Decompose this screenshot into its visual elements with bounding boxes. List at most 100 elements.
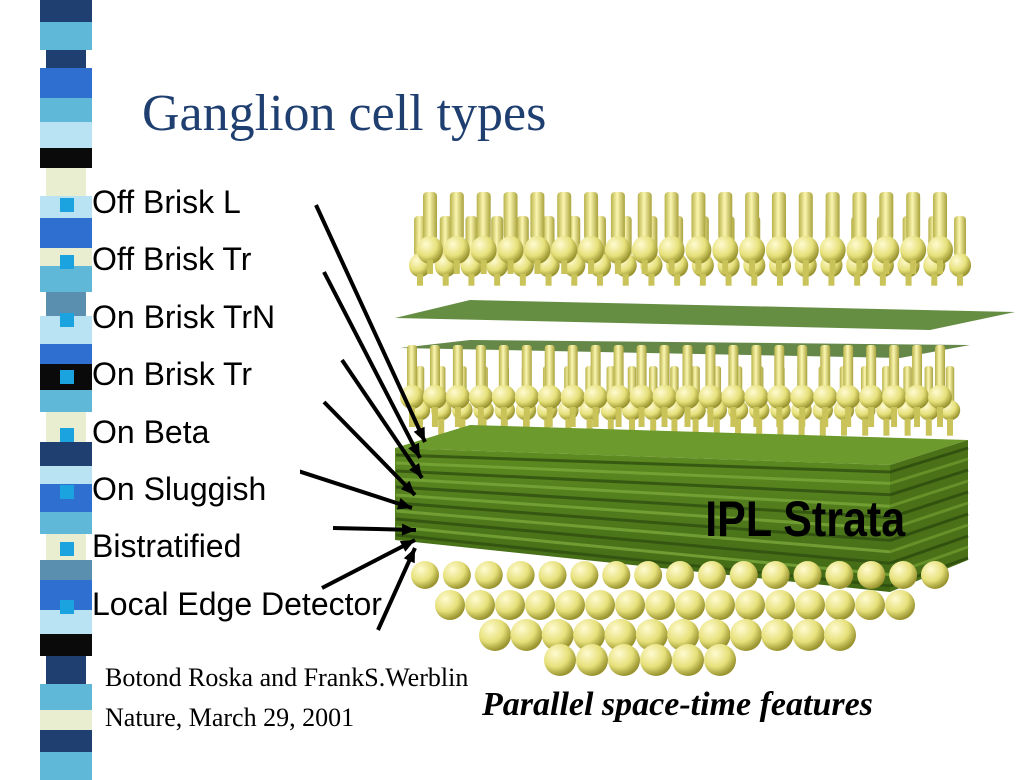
cell-icon [573,619,606,651]
sidebar-block [46,50,86,68]
cell-icon [705,590,735,620]
list-item: On Sluggish [58,465,382,522]
cell-icon [793,561,822,589]
list-item: Off Brisk L [58,178,382,235]
cell-icon [510,619,543,651]
list-item: Local Edge Detector [58,580,382,637]
sidebar-block [40,442,92,466]
figure-caption: Parallel space-time features [482,686,873,723]
citation-authors: Botond Roska and FrankS.Werblin [105,663,469,692]
sidebar-block [40,98,92,122]
cell-icon [905,345,930,427]
cell-icon [514,345,539,427]
cell-icon [658,192,685,274]
sidebar-block [40,730,92,752]
cell-icon [927,192,953,274]
cell-icon [900,192,927,274]
bottom-cell-row [411,561,949,676]
cell-icon [631,192,658,274]
cell-icon [417,192,443,274]
cell-icon [570,561,599,589]
pointer-arrow [376,547,417,631]
cell-icon [846,192,873,274]
cell-icon [555,590,585,620]
cell-icon [792,619,825,651]
sidebar-block [40,218,92,248]
cell-icon [792,192,819,274]
pointer-arrow [321,538,416,590]
cell-icon [855,590,885,620]
sidebar-block [40,560,92,580]
pointer-arrow [300,469,413,510]
cell-icon [525,590,555,620]
cell-icon [729,619,762,651]
cell-icon [560,345,585,427]
cell-icon [819,192,846,274]
cell-icon [468,345,493,427]
cell-icon [721,345,746,427]
cell-icon [675,345,700,427]
cell-icon [551,192,578,274]
cell-icon [666,561,694,589]
cell-icon [885,590,915,620]
cell-icon [824,619,856,651]
ipl-strata-label: IPL Strata [705,491,906,547]
bullet-list: Off Brisk L Off Brisk Tr On Brisk TrN On… [58,178,382,637]
cell-icon [583,345,608,427]
bullet-square-icon [60,599,74,614]
cell-icon [465,590,495,620]
cell-icon [411,561,439,589]
cell-icon [672,644,704,676]
sidebar-block [46,656,86,684]
cell-icon [506,561,535,589]
cell-icon [765,590,795,620]
cell-icon [585,590,615,620]
cell-icon [889,561,918,589]
bullet-square-icon [60,312,74,327]
cell-icon [606,345,631,427]
cell-icon [602,561,631,589]
cell-icon [765,192,792,274]
cell-icon [685,192,712,274]
pointer-arrow [322,271,422,459]
cell-icon [445,345,470,427]
cell-icon [491,345,516,427]
sidebar-block [40,148,92,168]
cell-icon [541,619,574,651]
cell-icon [921,561,949,589]
cell-icon [873,192,900,274]
cell-icon [442,561,471,589]
bullet-square-icon [60,427,74,442]
cell-icon [795,590,825,620]
cell-icon [767,345,792,427]
cell-icon [667,619,700,651]
cell-icon [729,561,758,589]
sidebar-block [40,512,92,534]
slide-title: Ganglion cell types [142,85,547,142]
cell-icon [697,561,726,589]
sidebar-block [40,710,92,730]
list-item: On Beta [58,408,382,465]
ipl-strata-figure: IPL Strata [300,192,1015,676]
cell-icon [712,192,739,274]
cell-icon [948,216,972,286]
cell-icon [744,345,769,427]
cell-icon [634,561,663,589]
sidebar-block [40,634,92,656]
cell-icon [422,345,447,427]
cell-icon [495,590,525,620]
list-item: Bistratified [58,522,382,579]
cell-icon [474,561,503,589]
cell-icon [652,345,677,427]
cell-icon [813,345,838,427]
cell-icon [698,619,731,651]
cell-icon [524,192,551,274]
pointer-arrow [314,204,427,443]
cell-icon [735,590,765,620]
cell-icon [739,192,766,274]
cell-icon [443,192,470,274]
top-cell-row [408,192,972,286]
cell-icon [604,619,637,651]
cell-icon [825,561,854,589]
cell-icon [857,561,886,589]
